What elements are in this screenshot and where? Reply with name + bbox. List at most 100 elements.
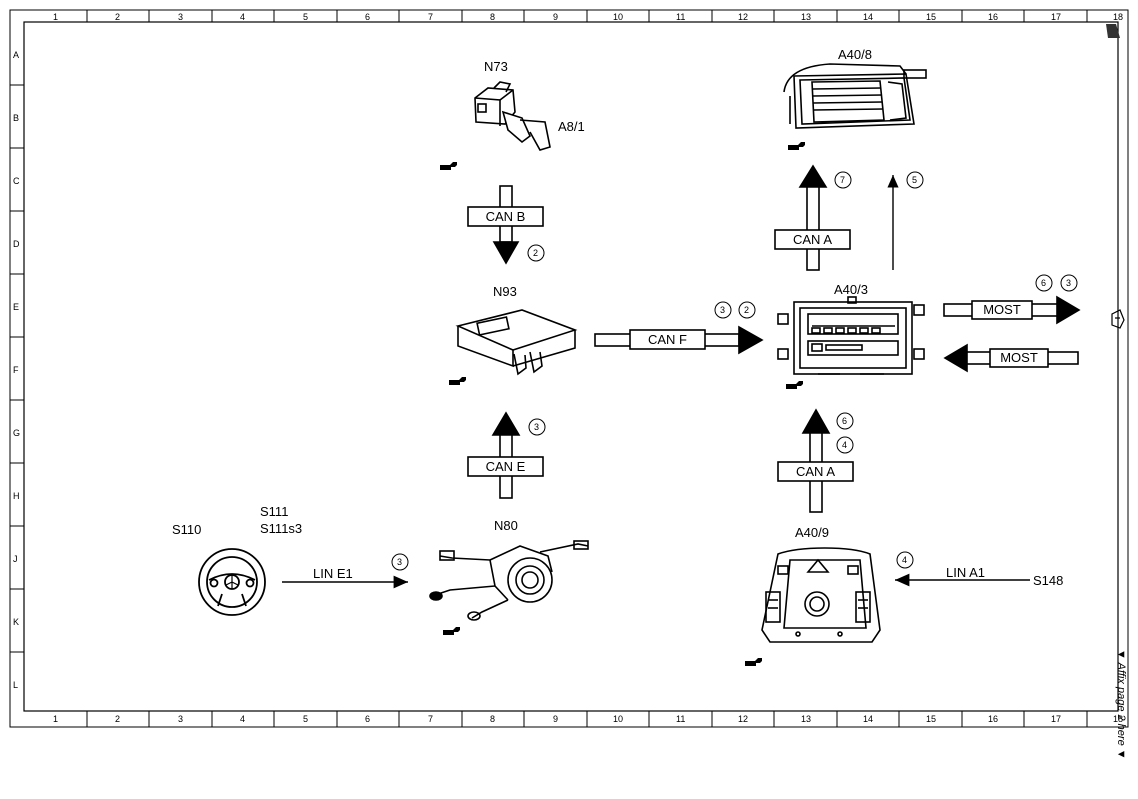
marker-number: 2 [533,248,539,258]
marker-number: 2 [744,305,750,315]
component-label-a8-1: A8/1 [558,119,585,134]
bus-label-most-in: MOST [1000,350,1038,365]
col-label: 4 [240,12,246,22]
col-label: 15 [926,12,937,22]
component-label-s111: S111 [260,504,289,519]
col-label: 3 [178,714,184,724]
col-label: 12 [738,12,749,22]
col-label: 1 [53,12,59,22]
n93-module-drawing [455,309,578,376]
n73-ignition-switch-drawing [474,81,551,151]
row-label: E [13,302,20,312]
component-label-s148: S148 [1033,573,1064,588]
marker-number: 4 [842,440,848,450]
col-label: 9 [553,12,559,22]
col-label: 15 [926,714,937,724]
most-in-arrow [943,343,1079,373]
can-a-bottom-arrow [777,408,854,513]
marker-number: 6 [1041,278,1047,288]
component-label-n93: N93 [493,284,517,299]
row-label: J [13,554,18,564]
a40-8-display-drawing [783,63,927,129]
marker-number: 3 [1066,278,1072,288]
marker-number: 7 [840,175,846,185]
steering-wheel-drawing [198,548,266,616]
bus-label-can-a-bottom: CAN A [795,464,835,479]
component-label-n80: N80 [494,518,518,533]
row-label: F [13,365,19,375]
col-label: 16 [988,12,999,22]
col-label: 2 [115,714,121,724]
most-out-arrow [943,295,1081,325]
col-label: 6 [365,714,371,724]
component-label-n73: N73 [484,59,508,74]
sheet-frame [9,9,1129,728]
can-e-arrow [467,411,544,499]
component-label-a40-9: A40/9 [795,525,829,540]
col-label: 18 [1113,714,1124,724]
sheet-marker-icon [1111,309,1125,329]
row-label: A [13,50,20,60]
col-label: 14 [863,12,874,22]
col-label: 13 [801,714,812,724]
component-label-a40-8: A40/8 [838,47,872,62]
can-f-arrow [594,325,764,355]
affix-page-note: ▼ Affix page 2 here ▼ [1115,649,1127,760]
row-label: C [13,176,20,186]
col-label: 17 [1051,12,1062,22]
col-label: 5 [303,714,309,724]
col-label: 5 [303,12,309,22]
row-label: B [13,113,20,123]
col-label: 1 [53,714,59,724]
reference-hand-icons [440,142,805,666]
marker-number: 6 [842,416,848,426]
marker-number: 4 [902,555,908,565]
row-label: K [13,617,20,627]
col-label: 16 [988,714,999,724]
can-b-arrow [467,185,544,265]
marker-number: 3 [720,305,726,315]
col-label: 4 [240,714,246,724]
bus-label-can-f: CAN F [648,332,687,347]
component-label-a40-3: A40/3 [834,282,868,297]
bus-label-can-b: CAN B [485,209,526,224]
marker-number: 5 [912,175,918,185]
column-dividers [86,10,1088,727]
a40-9-control-panel-drawing [761,547,881,643]
col-label: 9 [553,714,559,724]
col-label: 10 [613,714,624,724]
marker-number: 3 [397,557,403,567]
marker-circles [391,171,1078,571]
marker-number: 3 [534,422,540,432]
row-dividers [10,84,24,653]
col-label: 3 [178,12,184,22]
col-label: 7 [428,12,434,22]
n80-column-module-drawing [429,540,589,621]
bus-label-lin-a1: LIN A1 [946,565,986,580]
row-label: D [13,239,20,249]
corner-emblem-icon [1106,24,1120,38]
component-label-s110: S110 [172,522,202,537]
bus-label-lin-e1: LIN E1 [313,566,353,581]
col-label: 7 [428,714,434,724]
col-label: 6 [365,12,371,22]
col-label: 10 [613,12,624,22]
col-label: 12 [738,714,749,724]
col-label: 2 [115,12,121,22]
col-label: 18 [1113,12,1124,22]
col-label: 17 [1051,714,1062,724]
col-label: 11 [676,714,686,724]
col-label: 8 [490,714,496,724]
col-label: 13 [801,12,812,22]
row-label: H [13,491,20,501]
col-label: 14 [863,714,874,724]
row-label: L [13,680,19,690]
bus-label-most-out: MOST [983,302,1021,317]
can-a-top-arrow [774,164,851,271]
bus-label-can-a-top: CAN A [792,232,832,247]
col-label: 11 [676,12,686,22]
a40-3-unit-drawing [777,296,925,375]
bus-label-can-e: CAN E [485,459,526,474]
col-label: 8 [490,12,496,22]
